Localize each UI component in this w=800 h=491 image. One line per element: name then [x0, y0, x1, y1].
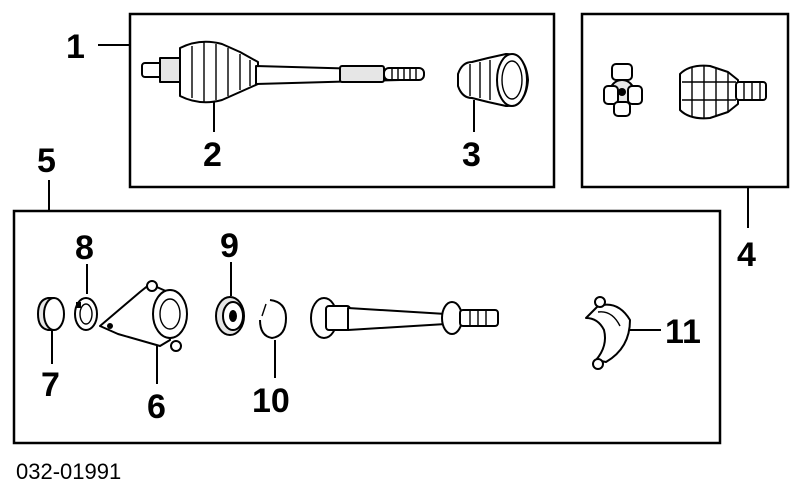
callout-7: 7	[41, 366, 60, 404]
callout-11: 11	[665, 313, 701, 351]
assembly-4-frame	[580, 12, 790, 189]
assembly-5-frame	[12, 209, 722, 445]
dust-cap-drawing	[37, 297, 65, 331]
bearing-drawing	[215, 296, 245, 336]
assembly-1-frame	[128, 12, 556, 189]
callout-8: 8	[75, 229, 94, 267]
callout-10: 10	[252, 382, 290, 420]
tripod-joint-drawing	[603, 63, 643, 117]
callout-5: 5	[37, 142, 56, 180]
callout-1: 1	[66, 28, 85, 66]
driveshaft-assembly-drawing	[141, 40, 425, 104]
outer-cv-housing-drawing	[679, 64, 767, 120]
callout-9: 9	[220, 227, 239, 265]
diagram-code: 032-01991	[16, 459, 121, 484]
clamp-ring-drawing	[74, 297, 98, 331]
callout-2: 2	[203, 136, 222, 174]
clamp-half-drawing	[585, 296, 631, 370]
inner-boot-drawing	[457, 53, 529, 107]
callout-4: 4	[737, 236, 756, 274]
intermediate-shaft-drawing	[310, 297, 499, 339]
support-bracket-drawing	[99, 280, 188, 352]
callout-6: 6	[147, 388, 166, 426]
callout-3: 3	[462, 136, 481, 174]
snap-ring-drawing	[259, 299, 287, 339]
